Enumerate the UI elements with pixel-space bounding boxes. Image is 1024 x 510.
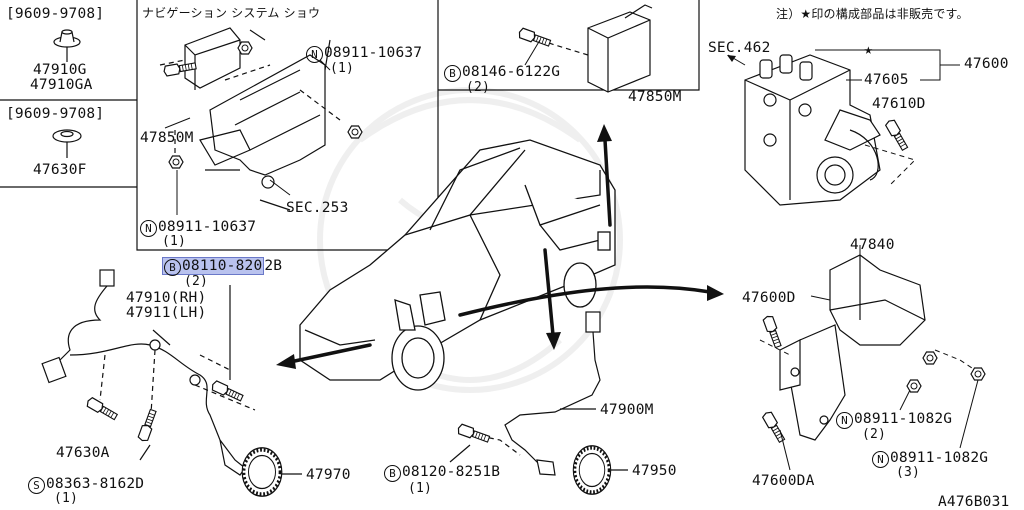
part-number: 47840	[850, 237, 895, 253]
navigation-system-title: ナビゲーション システム ショウ	[142, 6, 321, 20]
bolt-symbol-icon: B	[164, 259, 181, 276]
bracket-drawing	[779, 254, 926, 441]
section-reference: SEC.462	[708, 40, 771, 56]
part-number: 47630F	[33, 162, 87, 178]
navigation-bracket-drawing	[159, 27, 341, 211]
part-number: 47970	[306, 467, 351, 483]
part-number: 47630A	[56, 445, 110, 461]
nut-symbol-icon: N	[140, 220, 157, 237]
quantity-label: (1)	[408, 481, 433, 496]
inset-frames	[0, 0, 700, 251]
rear-wheel-sensor-drawing	[449, 311, 628, 476]
part-number: 47850M	[140, 130, 194, 146]
part-number: 47911(LH)	[126, 305, 207, 321]
date-range-label: [9609-9708]	[6, 6, 105, 22]
vehicle-drawing	[299, 139, 616, 391]
quantity-label: (3)	[896, 465, 921, 480]
screw-symbol-icon: S	[28, 477, 45, 494]
pointer-arrows	[288, 138, 712, 364]
quantity-label: (1)	[162, 234, 187, 249]
part-number: 47900M	[600, 402, 654, 418]
date-range-label: [9609-9708]	[6, 106, 105, 122]
nut-symbol-icon: N	[872, 451, 889, 468]
bolt-symbol-icon: B	[444, 65, 461, 82]
nut-symbol-icon: N	[306, 46, 323, 63]
front-wheel-sensor-drawing	[41, 269, 302, 476]
bolt-symbol-icon: B	[384, 465, 401, 482]
abs-actuator-drawing	[744, 54, 881, 206]
section-reference: SEC.253	[286, 200, 349, 216]
part-number: 47910G	[33, 62, 87, 78]
part-number: 47850M	[628, 89, 682, 105]
part-number: 47605	[864, 72, 909, 88]
diagram-code: A476B031	[938, 494, 1010, 510]
part-number: 47600DA	[752, 473, 815, 489]
nut-symbol-icon: N	[836, 412, 853, 429]
part-number: 47600D	[742, 290, 796, 306]
part-number: 47910(RH)	[126, 290, 207, 306]
quantity-label: (2)	[862, 427, 887, 442]
clip-grommet-icon	[53, 29, 81, 62]
quantity-label: (2)	[184, 274, 209, 289]
part-number: 47950	[632, 463, 677, 479]
part-number: 47610D	[872, 96, 926, 112]
quantity-label: (2)	[466, 80, 491, 95]
part-number: 47600	[964, 56, 1009, 72]
grommet-icon	[52, 129, 82, 158]
part-number: 47910GA	[30, 77, 93, 93]
quantity-label: (1)	[54, 491, 79, 506]
quantity-label: (1)	[330, 61, 355, 76]
non-sale-note: 注）★印の構成部品は非販売です。	[776, 7, 969, 21]
